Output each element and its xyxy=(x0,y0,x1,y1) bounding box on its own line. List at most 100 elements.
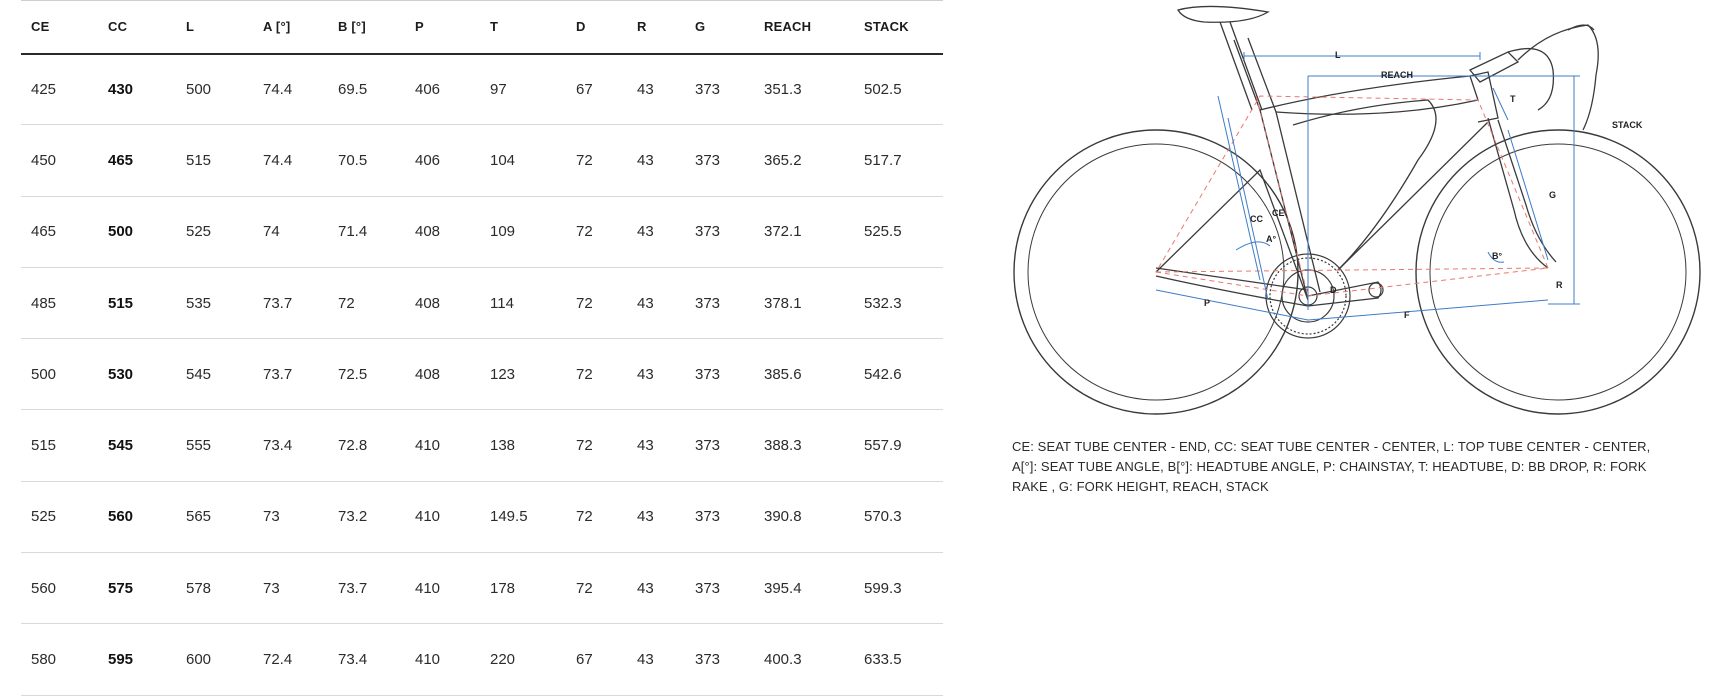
table-cell: 390.8 xyxy=(754,481,854,554)
table-cell: 395.4 xyxy=(754,552,854,625)
table-cell: 220 xyxy=(480,623,566,696)
table-cell: 43 xyxy=(627,267,685,340)
table-cell: 373 xyxy=(685,552,754,625)
table-cell: 114 xyxy=(480,267,566,340)
label-l: L xyxy=(1335,50,1341,60)
column-header: REACH xyxy=(754,0,854,55)
table-cell: 373 xyxy=(685,267,754,340)
table-cell: 515 xyxy=(98,267,176,340)
table-cell: 500 xyxy=(98,196,176,268)
table-cell: 430 xyxy=(98,53,176,126)
handlebar-and-stem xyxy=(1468,24,1599,131)
column-header: CE xyxy=(21,0,98,55)
table-cell: 373 xyxy=(685,481,754,554)
crankset xyxy=(1265,253,1384,339)
table-cell: 72 xyxy=(328,267,405,340)
table-cell: 500 xyxy=(176,53,253,126)
table-cell: 465 xyxy=(21,196,98,268)
table-cell: 178 xyxy=(480,552,566,625)
table-cell: 600 xyxy=(176,623,253,696)
table-cell: 74 xyxy=(253,196,328,268)
label-cc: CC xyxy=(1250,214,1263,224)
table-cell: 425 xyxy=(21,53,98,126)
table-cell: 560 xyxy=(21,552,98,625)
table-cell: 72.5 xyxy=(328,338,405,411)
table-cell: 72.8 xyxy=(328,409,405,482)
table-cell: 43 xyxy=(627,623,685,696)
table-cell: 97 xyxy=(480,53,566,126)
table-cell: 408 xyxy=(405,338,480,411)
table-cell: 69.5 xyxy=(328,53,405,126)
table-cell: 72 xyxy=(566,124,627,197)
table-cell: 43 xyxy=(627,53,685,126)
table-cell: 517.7 xyxy=(854,124,943,197)
table-cell: 530 xyxy=(98,338,176,411)
table-cell: 535 xyxy=(176,267,253,340)
table-cell: 532.3 xyxy=(854,267,943,340)
table-cell: 72 xyxy=(566,196,627,268)
table-cell: 557.9 xyxy=(854,409,943,482)
table-cell: 72 xyxy=(566,338,627,411)
table-cell: 502.5 xyxy=(854,53,943,126)
table-cell: 373 xyxy=(685,338,754,411)
table-cell: 575 xyxy=(98,552,176,625)
table-cell: 525.5 xyxy=(854,196,943,268)
table-cell: 560 xyxy=(98,481,176,554)
table-cell: 408 xyxy=(405,267,480,340)
table-cell: 351.3 xyxy=(754,53,854,126)
table-cell: 410 xyxy=(405,481,480,554)
table-cell: 43 xyxy=(627,409,685,482)
table-cell: 525 xyxy=(21,481,98,554)
table-cell: 485 xyxy=(21,267,98,340)
table-cell: 388.3 xyxy=(754,409,854,482)
table-cell: 138 xyxy=(480,409,566,482)
table-cell: 385.6 xyxy=(754,338,854,411)
column-header: B [°] xyxy=(328,0,405,55)
table-cell: 43 xyxy=(627,481,685,554)
column-header: CC xyxy=(98,0,176,55)
table-cell: 72.4 xyxy=(253,623,328,696)
table-cell: 71.4 xyxy=(328,196,405,268)
table-cell: 542.6 xyxy=(854,338,943,411)
table-cell: 410 xyxy=(405,552,480,625)
table-cell: 465 xyxy=(98,124,176,197)
label-reach: REACH xyxy=(1381,70,1413,80)
column-header: L xyxy=(176,0,253,55)
table-cell: 72 xyxy=(566,409,627,482)
table-cell: 70.5 xyxy=(328,124,405,197)
column-header: D xyxy=(566,0,627,55)
table-cell: 545 xyxy=(98,409,176,482)
table-cell: 43 xyxy=(627,338,685,411)
table-cell: 73.7 xyxy=(253,267,328,340)
table-cell: 67 xyxy=(566,53,627,126)
table-cell: 74.4 xyxy=(253,53,328,126)
table-cell: 400.3 xyxy=(754,623,854,696)
column-header: STACK xyxy=(854,0,943,55)
label-d: D xyxy=(1330,285,1337,295)
label-t: T xyxy=(1510,94,1516,104)
table-cell: 365.2 xyxy=(754,124,854,197)
table-cell: 43 xyxy=(627,552,685,625)
geometry-legend: CE: SEAT TUBE CENTER - END, CC: SEAT TUB… xyxy=(1012,439,1651,494)
table-cell: 149.5 xyxy=(480,481,566,554)
table-cell: 408 xyxy=(405,196,480,268)
table-cell: 73.7 xyxy=(253,338,328,411)
table-cell: 500 xyxy=(21,338,98,411)
label-a: A° xyxy=(1266,234,1276,244)
table-cell: 372.1 xyxy=(754,196,854,268)
label-f: F xyxy=(1404,310,1410,320)
table-cell: 633.5 xyxy=(854,623,943,696)
label-p: P xyxy=(1204,298,1210,308)
column-header: P xyxy=(405,0,480,55)
table-cell: 578 xyxy=(176,552,253,625)
column-header: R xyxy=(627,0,685,55)
table-cell: 73.7 xyxy=(328,552,405,625)
